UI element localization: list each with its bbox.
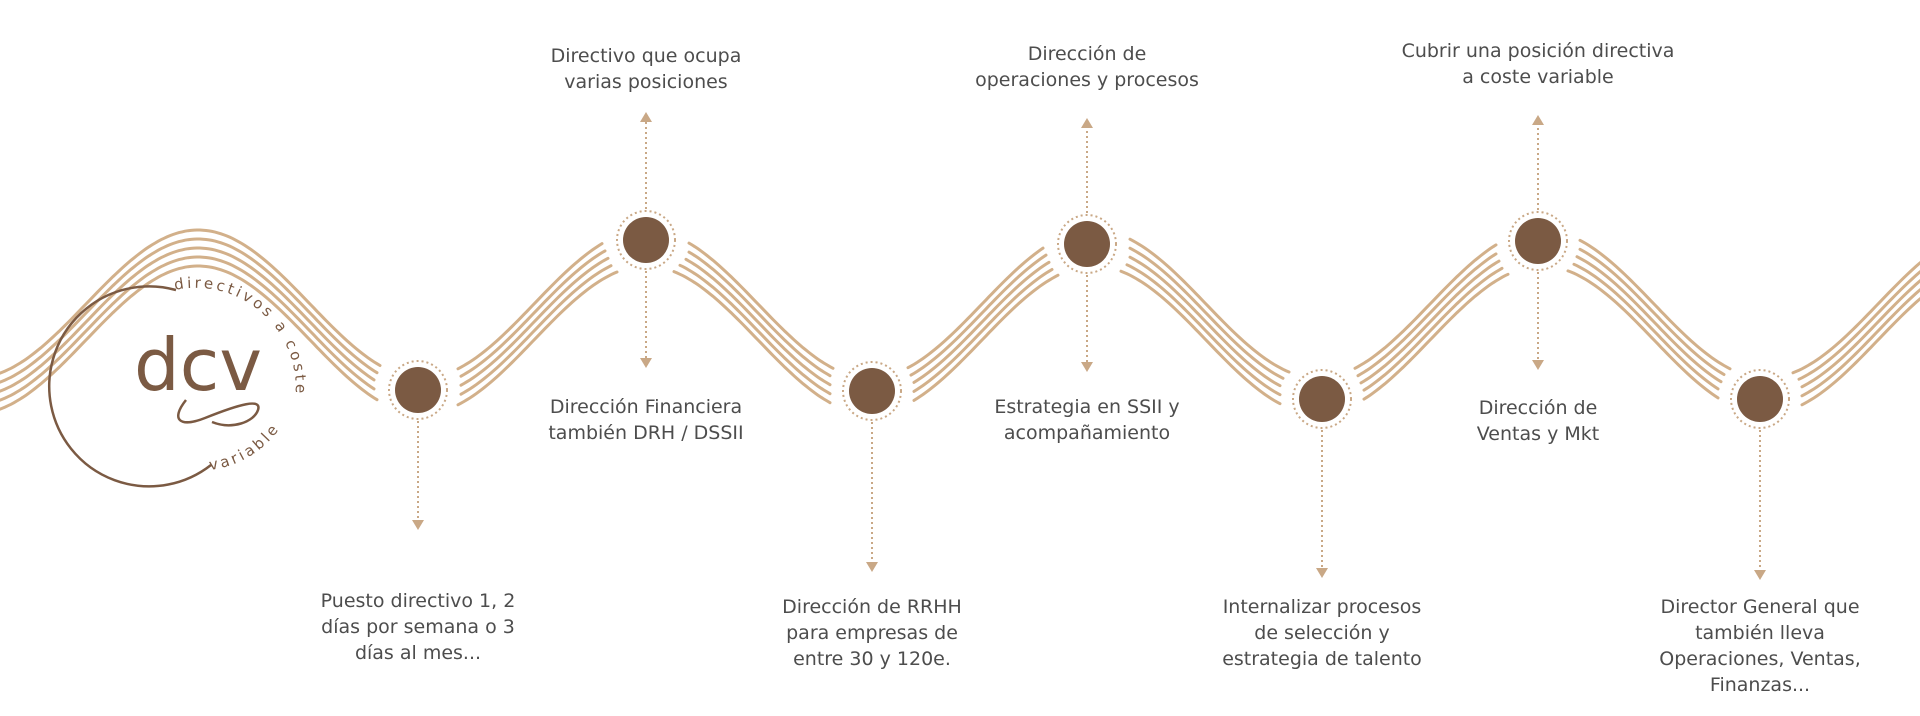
timeline-node	[1737, 376, 1783, 422]
dcv-logo: dcv directivos a coste variable	[47, 274, 307, 488]
milestone-label: Internalizar procesos de selección y est…	[1222, 596, 1422, 670]
logo-arc-text-bottom: variable	[207, 419, 283, 474]
milestone-label: Dirección Financiera también DRH / DSSII	[548, 396, 744, 444]
wave-line	[0, 255, 1920, 402]
milestone-label: Dirección de RRHH para empresas de entre…	[782, 596, 962, 670]
milestone-label: Cubrir una posición directiva a coste va…	[1401, 40, 1675, 88]
logo-wordmark: dcv	[134, 323, 262, 407]
timeline-node	[1299, 376, 1345, 422]
wave-line	[0, 264, 1920, 411]
milestone-label: Directivo que ocupa varias posiciones	[550, 45, 742, 93]
timeline-node	[623, 217, 669, 263]
arrow-down-icon	[640, 358, 652, 368]
arrow-down-icon	[412, 520, 424, 530]
timeline-node	[1515, 218, 1561, 264]
milestone-label: Estrategia en SSII y acompañamiento	[994, 396, 1180, 444]
logo-swirl	[177, 399, 260, 427]
arrow-down-icon	[1532, 360, 1544, 370]
milestone-label: Puesto directivo 1, 2 días por semana o …	[320, 590, 516, 664]
milestone-label: Director General que también lleva Opera…	[1659, 596, 1861, 696]
arrow-up-icon	[640, 112, 652, 122]
wave-line	[0, 237, 1920, 384]
wave-line	[0, 246, 1920, 393]
arrow-up-icon	[1081, 118, 1093, 128]
arrow-down-icon	[866, 562, 878, 572]
milestone-label: Dirección de Ventas y Mkt	[1476, 397, 1600, 445]
arrow-down-icon	[1316, 568, 1328, 578]
wave-line	[0, 228, 1920, 375]
arrow-down-icon	[1754, 570, 1766, 580]
timeline-node	[849, 368, 895, 414]
arrow-down-icon	[1081, 362, 1093, 372]
logo-circle-arc	[47, 285, 212, 488]
timeline-node	[395, 367, 441, 413]
milestone-label: Dirección de operaciones y procesos	[975, 43, 1199, 91]
timeline-node	[1064, 221, 1110, 267]
arrow-up-icon	[1532, 115, 1544, 125]
